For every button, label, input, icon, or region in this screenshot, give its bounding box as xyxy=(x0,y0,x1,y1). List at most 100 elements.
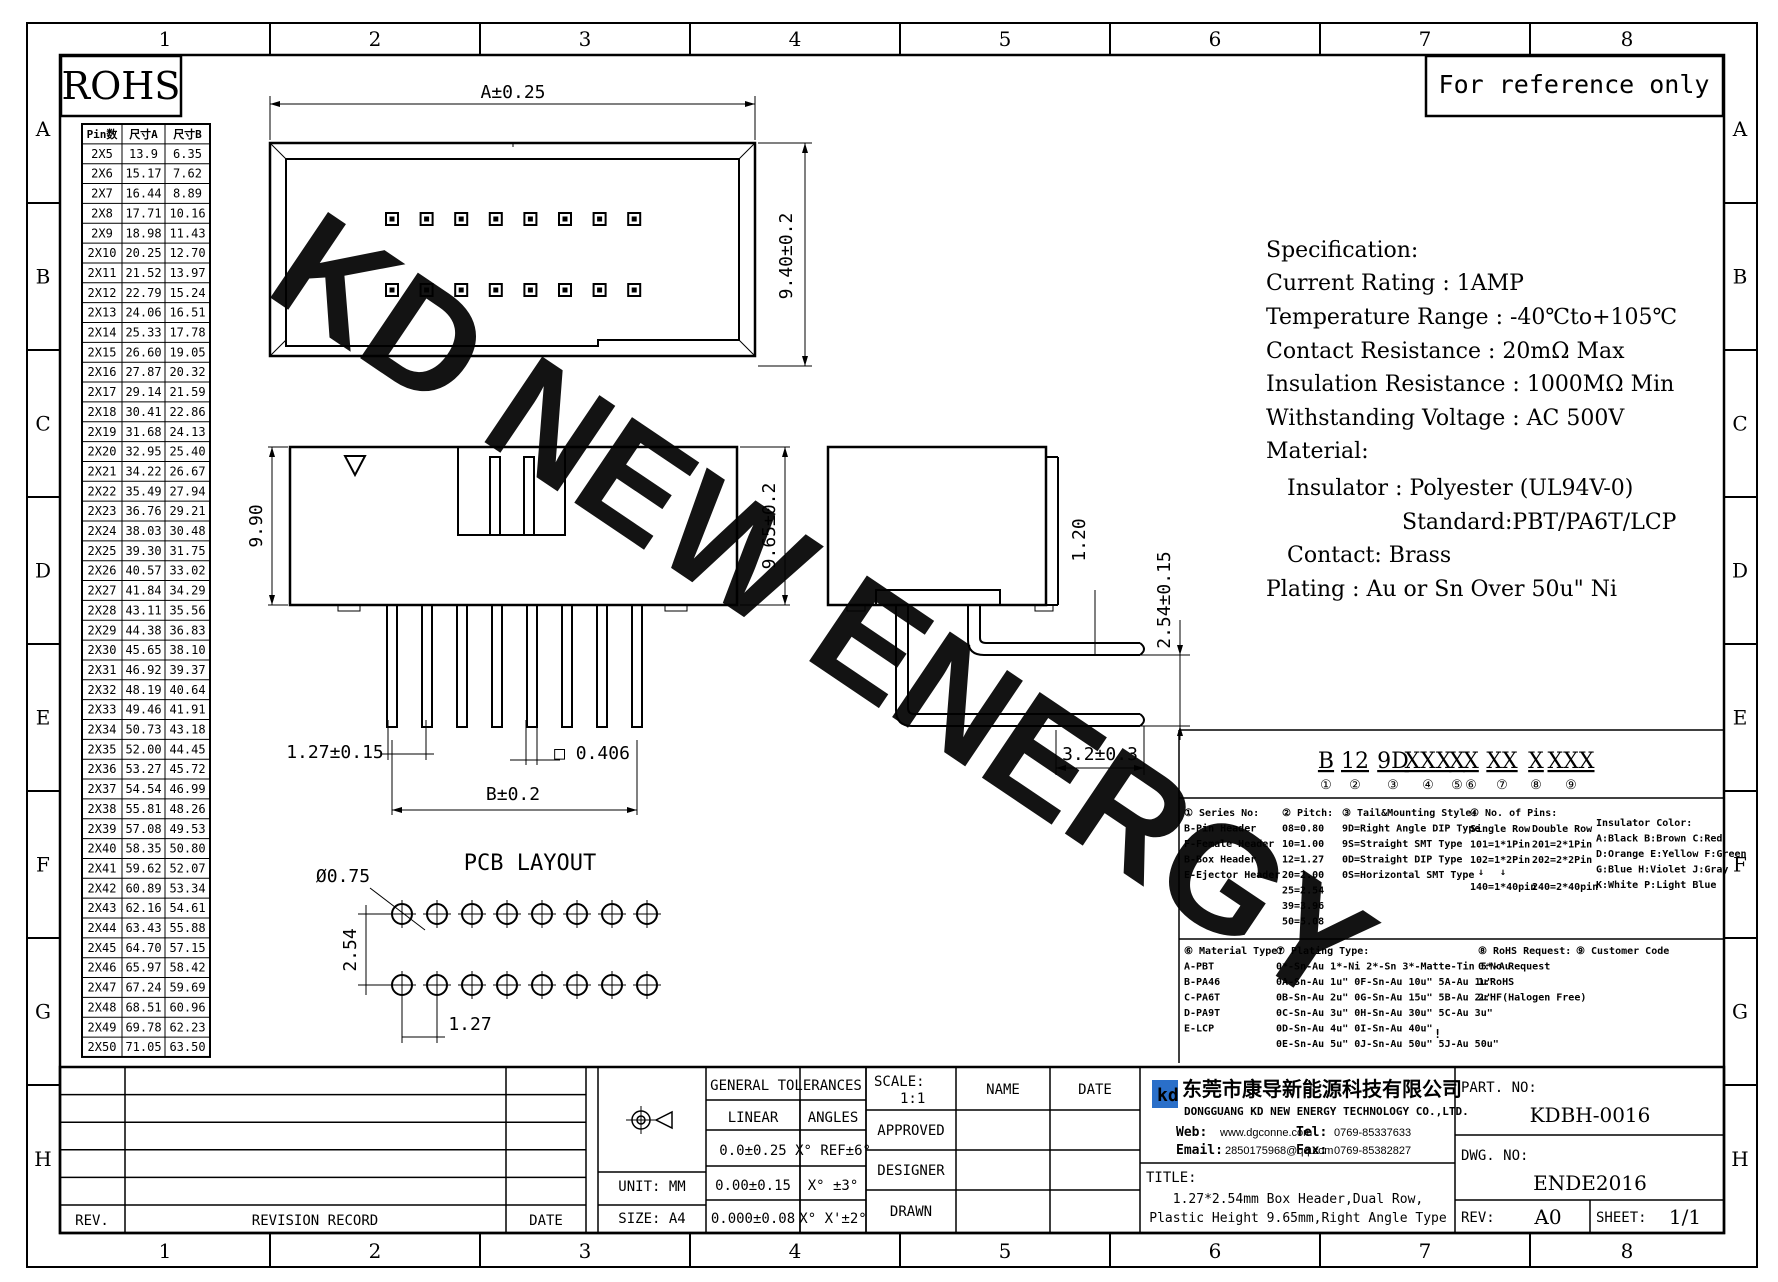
table-cell: 2X31 xyxy=(88,663,117,677)
table-cell: 67.24 xyxy=(125,981,161,995)
zone-column-label: 7 xyxy=(1419,27,1432,51)
legend-material: B-PA46 xyxy=(1184,977,1220,988)
legend-pins: Double Row xyxy=(1532,824,1593,835)
legend-pins: 202=2*2Pin xyxy=(1532,854,1592,866)
table-cell: 6.35 xyxy=(173,147,202,161)
front-pin xyxy=(456,604,468,728)
legend-color: A:Black B:Brown C:Red xyxy=(1596,834,1722,845)
specification: Specification:Current Rating : 1AMPTempe… xyxy=(1266,238,1677,602)
table-cell: 25.33 xyxy=(125,326,161,340)
table-cell: 13.97 xyxy=(169,266,205,280)
table-cell: 2X22 xyxy=(88,484,117,498)
table-cell: 60.89 xyxy=(125,881,161,895)
spec-line: Insulator : Polyester (UL94V-0) xyxy=(1287,476,1633,501)
table-cell: 40.64 xyxy=(169,683,205,697)
table-cell: 27.87 xyxy=(125,365,161,379)
legend-color: G:Blue H:Violet J:Gray xyxy=(1596,864,1728,876)
legend-pins: 140=1*40pin xyxy=(1470,881,1536,893)
table-cell: 52.07 xyxy=(169,861,205,875)
front-pin xyxy=(491,604,503,728)
table-cell: 2X5 xyxy=(91,147,113,161)
top-pin xyxy=(627,212,642,226)
table-cell: 2X26 xyxy=(88,564,117,578)
part-code-marker: ② xyxy=(1349,778,1361,793)
zone-ticks xyxy=(27,23,1757,1267)
legend-rohs: 2:HF(Halogen Free) xyxy=(1478,993,1586,1004)
company-logo-text: kd xyxy=(1157,1085,1179,1106)
table-cell: 13.9 xyxy=(129,147,158,161)
zone-column-label: 5 xyxy=(999,1239,1012,1263)
tol-angle-3: X° X'±2° xyxy=(799,1211,866,1227)
table-cell: 2X40 xyxy=(88,842,117,856)
sheet-label: SHEET: xyxy=(1596,1210,1647,1226)
table-cell: 2X6 xyxy=(91,167,113,181)
table-cell: 2X8 xyxy=(91,206,113,220)
linear-label: LINEAR xyxy=(728,1110,779,1126)
front-pin xyxy=(386,604,398,728)
legend-plating: ⑦ Plating Type: xyxy=(1276,945,1369,957)
table-cell: 2X37 xyxy=(88,782,117,796)
table-cell: 20.32 xyxy=(169,365,205,379)
table-cell: 38.03 xyxy=(125,524,161,538)
legend-material: A-PBT xyxy=(1184,962,1214,973)
table-cell: 39.30 xyxy=(125,544,161,558)
part-code-marker: ① xyxy=(1320,778,1332,793)
table-cell: 46.99 xyxy=(169,782,205,796)
table-cell: 2X33 xyxy=(88,703,117,717)
table-cell: 50.73 xyxy=(125,723,161,737)
zone-row-label: E xyxy=(1733,706,1748,730)
company-name-cn: 东莞市康导新能源科技有限公司 xyxy=(1182,1077,1462,1101)
top-pin xyxy=(419,283,434,297)
table-cell: 22.79 xyxy=(125,286,161,300)
rohs-box xyxy=(59,54,183,118)
table-cell: 10.16 xyxy=(169,206,205,220)
spec-line: Insulation Resistance : 1000MΩ Min xyxy=(1266,372,1674,397)
table-cell: 2X43 xyxy=(88,901,117,915)
part-code-segment: X xyxy=(1528,749,1544,774)
table-cell: 30.48 xyxy=(169,524,205,538)
legend-pins: 102=1*2Pin xyxy=(1470,854,1530,866)
legend-tail: 0S=Horizontal SMT Type xyxy=(1342,869,1474,881)
watermark: KD NEW ENERGY xyxy=(244,179,1402,1036)
zone-row-label: F xyxy=(36,853,50,877)
company-logo xyxy=(1152,1080,1178,1108)
top-pin xyxy=(558,283,572,297)
table-cell: 52.00 xyxy=(125,742,161,756)
web-value: www.dgconne.com xyxy=(1219,1127,1312,1139)
rev-block-label: REV: xyxy=(1461,1210,1495,1226)
legend-pitch: 39=3.96 xyxy=(1282,901,1324,912)
table-cell: 29.14 xyxy=(125,385,161,399)
table-cell: 36.83 xyxy=(169,623,205,637)
zone-row-label: A xyxy=(1732,117,1748,141)
table-cell: 2X10 xyxy=(88,246,117,260)
legend-arrow: ↓ xyxy=(1478,867,1484,878)
table-cell: 41.91 xyxy=(169,703,205,717)
table-cell: 69.78 xyxy=(125,1020,161,1034)
top-pin xyxy=(454,283,469,297)
table-cell: 17.71 xyxy=(125,206,161,220)
table-cell: 2X23 xyxy=(88,504,117,518)
legend-pitch: 10=1.00 xyxy=(1282,839,1324,850)
name-label: NAME xyxy=(986,1082,1020,1098)
table-cell: 63.50 xyxy=(169,1040,205,1054)
table-cell: 2X39 xyxy=(88,822,117,836)
table-header: 尺寸B xyxy=(173,127,202,141)
part-code-segment: X xyxy=(1449,749,1465,774)
table-cell: 25.40 xyxy=(169,445,205,459)
table-cell: 31.68 xyxy=(125,425,161,439)
legend-material: ⑥ Material Type: xyxy=(1184,945,1283,957)
tel-value: 0769-85337633 xyxy=(1334,1127,1411,1139)
dim-32: 3.2±0.3 xyxy=(1062,744,1138,765)
table-cell: 2X28 xyxy=(88,603,117,617)
zone-column-label: 2 xyxy=(369,1239,382,1263)
table-cell: 54.61 xyxy=(169,901,205,915)
legend-plating: 0E-Sn-Au 5u" 0J-Sn-Au 50u" 5J-Au 50u" xyxy=(1276,1039,1499,1050)
table-cell: 19.05 xyxy=(169,345,205,359)
top-pin xyxy=(385,283,399,297)
part-code-segment: 12 xyxy=(1341,749,1369,774)
table-cell: 29.21 xyxy=(169,504,205,518)
zone-column-label: 5 xyxy=(999,27,1012,51)
sheet-value: 1/1 xyxy=(1669,1205,1701,1229)
table-cell: 43.11 xyxy=(125,603,161,617)
table-cell: 53.34 xyxy=(169,881,205,895)
